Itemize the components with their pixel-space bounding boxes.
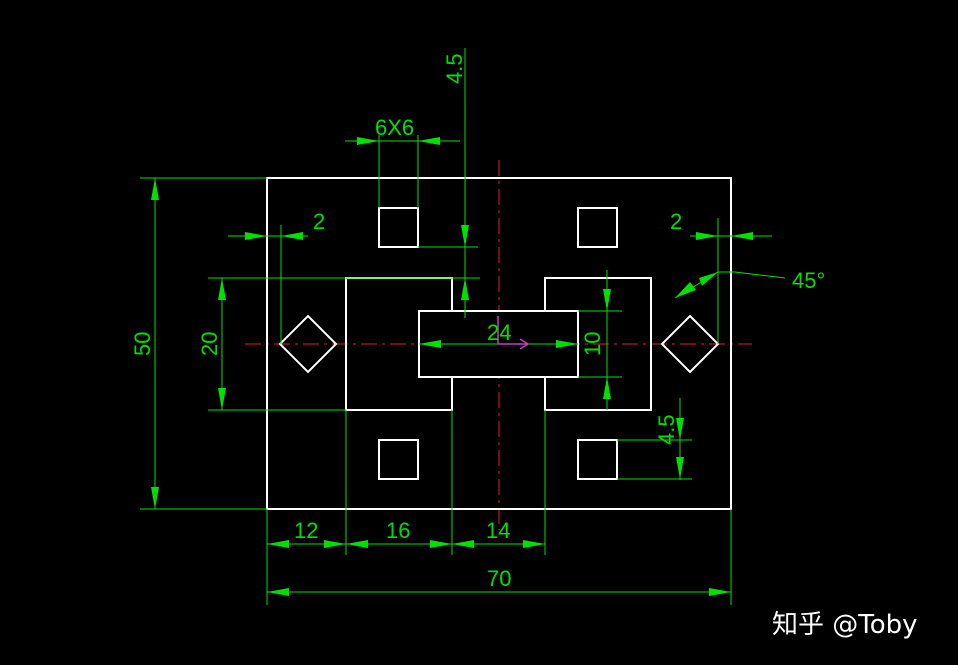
dim-45-degree: 45° bbox=[792, 268, 825, 293]
dim-4-5-top: 4.5 bbox=[442, 53, 467, 84]
dim-4-5-right: 4.5 bbox=[654, 414, 679, 445]
dimension-texts: 4.5 6X6 2 2 45° 50 20 24 10 4.5 12 16 14… bbox=[130, 53, 825, 591]
hole-bottom-left bbox=[378, 439, 419, 480]
dim-6x6: 6X6 bbox=[375, 115, 414, 140]
dim-70: 70 bbox=[487, 566, 511, 591]
dim-24: 24 bbox=[487, 320, 511, 345]
diamond-left bbox=[278, 314, 338, 374]
hole-top-right bbox=[577, 207, 618, 248]
arrowheads bbox=[151, 137, 753, 596]
dim-50: 50 bbox=[130, 332, 155, 356]
cursor-icon bbox=[497, 316, 530, 350]
dim-20: 20 bbox=[197, 332, 222, 356]
diamond-right bbox=[660, 314, 720, 374]
watermark: 知乎 @Toby bbox=[772, 610, 918, 640]
dim-14: 14 bbox=[486, 518, 510, 543]
hole-top-left bbox=[378, 207, 419, 248]
dim-2-right: 2 bbox=[670, 209, 682, 234]
dim-2-left: 2 bbox=[313, 209, 325, 234]
dim-10: 10 bbox=[580, 332, 605, 356]
hole-bottom-right bbox=[577, 439, 618, 480]
dim-12: 12 bbox=[294, 518, 318, 543]
dim-16: 16 bbox=[386, 518, 410, 543]
outer-plate bbox=[266, 177, 732, 510]
